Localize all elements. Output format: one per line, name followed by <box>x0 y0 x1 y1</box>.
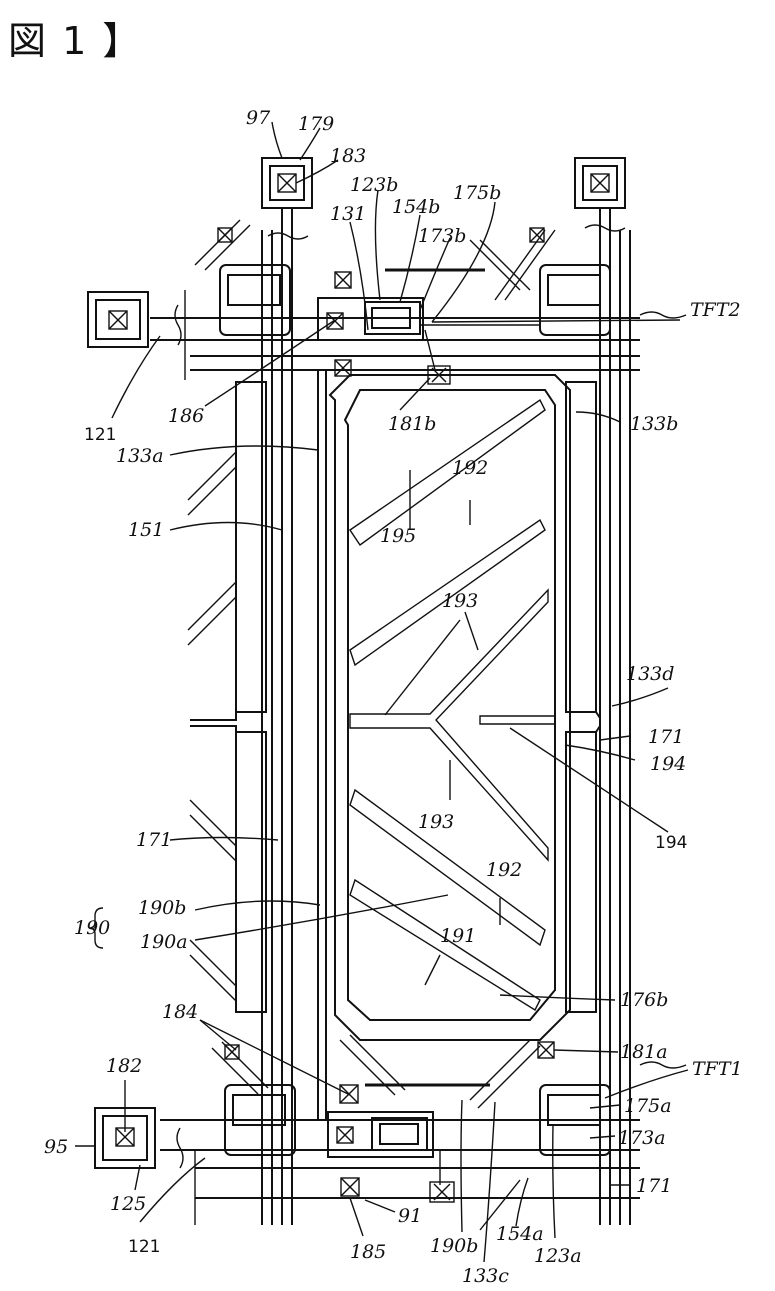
label-97: 97 <box>246 107 271 129</box>
label-179: 179 <box>298 113 334 135</box>
label-190: 190 <box>74 917 110 939</box>
label-193-top: 193 <box>442 590 478 612</box>
label-91: 91 <box>398 1205 422 1227</box>
label-154b: 154b <box>392 196 440 218</box>
label-123b: 123b <box>350 174 398 196</box>
label-184: 184 <box>162 1001 198 1023</box>
label-190a: 190a <box>140 931 188 953</box>
label-192-bottom: 192 <box>486 859 522 881</box>
label-191: 191 <box>440 925 476 947</box>
label-133b: 133b <box>630 413 678 435</box>
label-133c: 133c <box>462 1265 509 1287</box>
label-175a: 175a <box>624 1095 672 1117</box>
label-154a: 154a <box>496 1223 544 1245</box>
label-131: 131 <box>330 203 366 225</box>
label-195: 195 <box>380 525 416 547</box>
label-194-lower: 194 <box>655 833 687 853</box>
label-133d: 133d <box>626 663 674 685</box>
label-151: 151 <box>128 519 164 541</box>
label-121-bottom: 121 <box>128 1237 160 1257</box>
label-TFT2: TFT2 <box>690 299 741 321</box>
label-181b: 181b <box>388 413 436 435</box>
label-171-bottom: 171 <box>636 1175 672 1197</box>
label-181a: 181a <box>620 1041 668 1063</box>
label-190b: 190b <box>138 897 186 919</box>
label-175b: 175b <box>453 182 501 204</box>
label-95: 95 <box>44 1136 68 1158</box>
label-176b: 176b <box>620 989 668 1011</box>
label-TFT1: TFT1 <box>692 1058 743 1080</box>
label-183: 183 <box>330 145 366 167</box>
label-171-right: 171 <box>648 726 684 748</box>
label-123a: 123a <box>534 1245 582 1267</box>
label-194-right: 194 <box>650 753 686 775</box>
diagram-lines <box>75 122 688 1262</box>
label-173a: 173a <box>618 1127 666 1149</box>
label-173b: 173b <box>418 225 466 247</box>
label-193-bottom: 193 <box>418 811 454 833</box>
label-125: 125 <box>110 1193 146 1215</box>
label-121-top: 121 <box>84 425 116 445</box>
label-192-top: 192 <box>452 457 488 479</box>
label-133a: 133a <box>116 445 164 467</box>
label-186: 186 <box>168 405 204 427</box>
label-190b-bottom: 190b <box>430 1235 478 1257</box>
label-182: 182 <box>106 1055 142 1077</box>
label-171-left: 171 <box>136 829 172 851</box>
label-185: 185 <box>350 1241 386 1263</box>
